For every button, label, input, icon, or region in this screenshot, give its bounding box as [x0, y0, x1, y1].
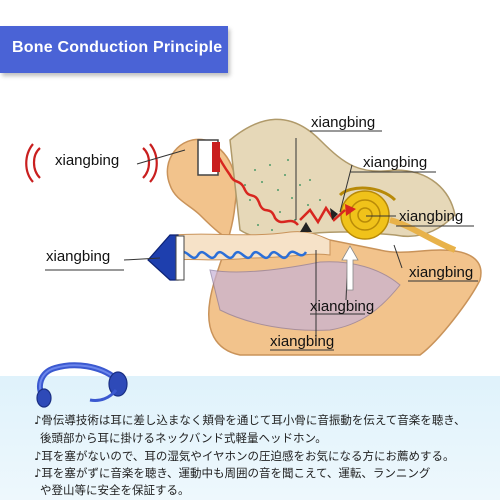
bone-pad-label: xiangbing: [46, 248, 111, 265]
label-5: xiangbing: [310, 298, 375, 315]
label-3: xiangbing: [399, 208, 464, 225]
note-line-4: ♪耳を塞がずに音楽を聴き、運動中も周囲の音を聞こえて、運転、ランニング: [34, 466, 431, 480]
label-top: xiangbing: [311, 114, 376, 131]
callout-arrowhead-2: [330, 208, 338, 220]
note-line-5: や登山等に安全を保証する。: [40, 483, 190, 497]
speaker-cone: [147, 234, 185, 281]
white-arrow: [341, 245, 359, 291]
headphone-icon: [36, 362, 128, 408]
page-title: Bone Conduction Principle: [12, 39, 223, 56]
red-arrowhead: [345, 204, 356, 216]
label-2: xiangbing: [363, 154, 428, 171]
ear-anatomy-diagram: [25, 118, 482, 356]
label-6: xiangbing: [270, 333, 335, 350]
sound-waves-label: xiangbing: [55, 152, 120, 169]
red-zigzag-arrow: [299, 205, 346, 225]
callout-arrowhead: [300, 222, 312, 232]
auditory-nerve: [389, 217, 457, 253]
label-4: xiangbing: [409, 264, 474, 281]
bone-conduction-wave: [178, 250, 308, 260]
note-line-2: 後頭部から耳に掛けるネックバンド式軽量ヘッドホン。: [40, 431, 327, 445]
cochlea: [338, 186, 397, 240]
explanation-panel: [0, 376, 500, 500]
bone-conduction-pad-top: [197, 139, 220, 176]
sound-wave-line: [213, 149, 299, 226]
note-line-3: ♪耳を塞がないので、耳の湿気やイヤホンの圧迫感をお気になる方にお薦めする。: [34, 449, 455, 463]
note-line-1: ♪骨伝導技術は耳に差し込まなく頬骨を通じて耳小骨に音振動を伝えて音楽を聴き、: [34, 413, 466, 427]
sound-waves-icon: [25, 143, 158, 183]
title-banner: Bone Conduction Principle: [0, 26, 228, 73]
